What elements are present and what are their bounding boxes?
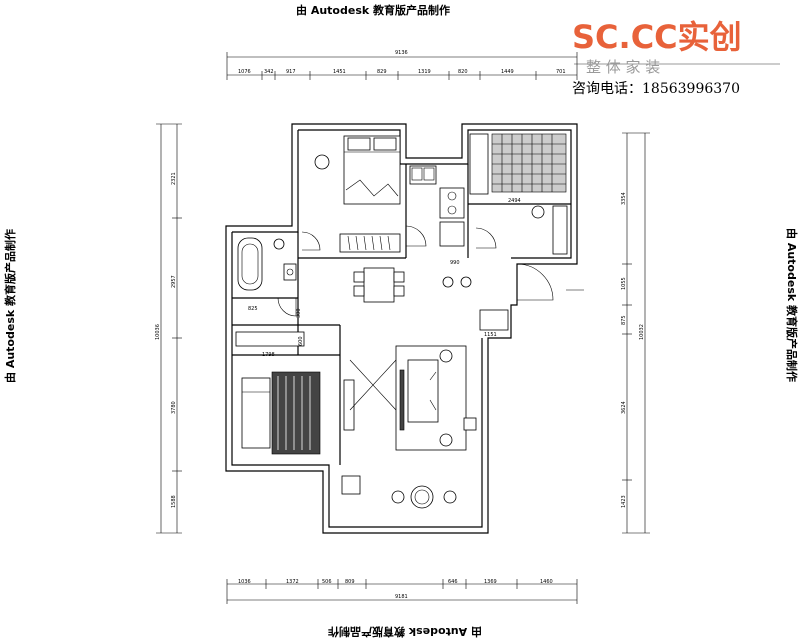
dim-bath-width: 825 (248, 306, 258, 312)
tiled-area (491, 133, 567, 193)
entry-door (516, 263, 584, 301)
tv-cabinet (343, 379, 355, 431)
right-dimensions: 3354 1055 875 3624 1423 10032 (621, 132, 650, 534)
dim-bottom-seg-6: 1369 (484, 579, 497, 585)
armchair (314, 154, 330, 170)
dim-top-seg-5: 829 (377, 69, 387, 75)
dim-top-total: 9136 (395, 50, 408, 56)
dim-top-seg-1: 1076 (238, 69, 251, 75)
rug (271, 371, 321, 455)
second-bedroom: 1798 300 600 (235, 308, 355, 455)
dim-bottom-total: 9181 (395, 594, 408, 600)
watermark-right: 由 Autodesk 教育版产品制作 (785, 228, 799, 382)
dim-top-seg-8: 1449 (501, 69, 514, 75)
dim-right-seg-5: 1423 (621, 495, 627, 508)
wardrobe-2 (235, 331, 305, 347)
wardrobe (339, 233, 401, 253)
dim-top-seg-7: 820 (458, 69, 468, 75)
dining-table (363, 267, 395, 303)
dim-left-total: 10036 (155, 324, 161, 340)
dim-right-seg-2: 1055 (621, 277, 627, 290)
dim-left-seg-2: 2957 (171, 275, 177, 288)
dim-bottom-seg-7: 1460 (540, 579, 553, 585)
dim-bottom-seg-4: 809 (345, 579, 355, 585)
living-room: 1151 (349, 309, 509, 451)
round-table (410, 485, 434, 509)
side-cabinet (341, 475, 361, 495)
brand-phone: 咨询电话：18563996370 (572, 81, 740, 97)
dim-bottom-seg-1: 1036 (238, 579, 251, 585)
watermark-bottom: 由 Autodesk 教育版产品制作 (328, 625, 482, 639)
dim-1151: 1151 (484, 332, 497, 338)
dim-top-seg-4: 1451 (333, 69, 346, 75)
dim-left-seg-1: 2321 (171, 172, 177, 185)
interior-walls (232, 164, 571, 465)
master-bedroom (301, 135, 401, 253)
dim-990: 990 (450, 260, 460, 266)
balcony (341, 475, 457, 509)
dim-bottom-seg-2: 1372 (286, 579, 299, 585)
toilet (273, 238, 285, 250)
stool (442, 276, 454, 288)
dining-area: 990 (353, 260, 472, 303)
dim-left-seg-4: 1588 (171, 495, 177, 508)
watermark-top: 由 Autodesk 教育版产品制作 (296, 3, 450, 17)
kitchen (405, 165, 465, 247)
stove (439, 187, 465, 219)
brand-logo-text: SC.CC实创 (572, 18, 742, 56)
brand-tagline: 整 体 家 装 (586, 58, 660, 76)
left-dimensions: 10036 2321 2957 3780 1588 (155, 123, 182, 534)
bathtub (237, 237, 263, 291)
dim-top-seg-6: 1319 (418, 69, 431, 75)
bed-2 (241, 377, 271, 449)
dim-right-seg-4: 3624 (621, 401, 627, 414)
armchair-2 (439, 349, 453, 363)
fridge (439, 221, 465, 247)
dim-right-seg-3: 875 (621, 315, 627, 325)
washbasin (283, 263, 297, 281)
dim-top-seg-2: 342 (264, 69, 274, 75)
dim-top-seg-9: 701 (556, 69, 566, 75)
dim-right-total: 10032 (639, 324, 645, 340)
bottom-dimensions: 1036 1372 506 809 646 1369 1460 9181 (226, 579, 578, 604)
dim-600: 600 (298, 336, 304, 346)
top-dimensions: 9136 1076 342 917 1451 829 1319 820 1449… (226, 50, 578, 80)
dim-300: 300 (296, 308, 302, 318)
bathroom: 825 (237, 237, 297, 317)
shelf (469, 133, 489, 195)
dim-bottom-seg-5: 646 (448, 579, 458, 585)
dim-top-seg-3: 917 (286, 69, 296, 75)
brand-logo: SC.CC实创 整 体 家 装 咨询电话：18563996370 (572, 18, 780, 97)
coffee-table (407, 359, 439, 423)
dim-left-seg-3: 3780 (171, 401, 177, 414)
stool (460, 276, 472, 288)
dim-bottom-seg-3: 506 (322, 579, 332, 585)
watermark-left: 由 Autodesk 教育版产品制作 (3, 229, 17, 383)
shoe-cabinet (479, 309, 509, 331)
sink (409, 165, 437, 185)
dim-closet-width: 2494 (508, 198, 521, 204)
dim-bed1-width: 1798 (262, 352, 275, 358)
top-right-room: 2494 (469, 133, 568, 255)
dim-right-seg-1: 3354 (621, 192, 627, 205)
cabinet (552, 205, 568, 255)
